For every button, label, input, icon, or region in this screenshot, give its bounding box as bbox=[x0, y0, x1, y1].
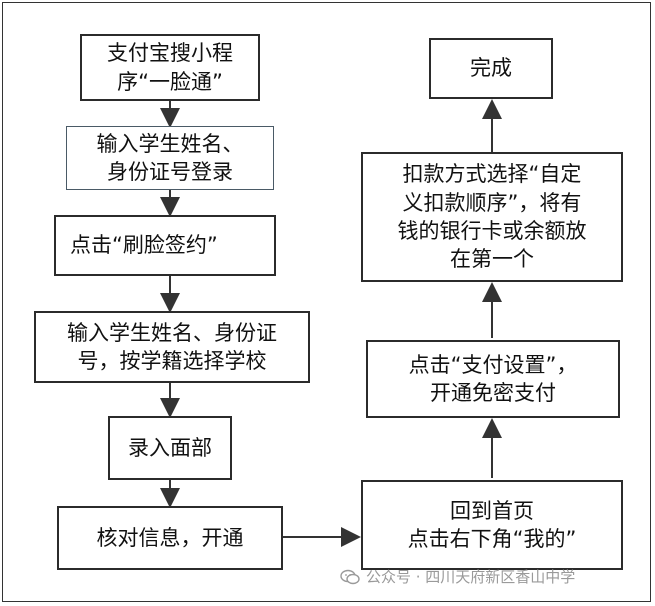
step-text: 支付宝搜小程 序“一脸通” bbox=[107, 41, 233, 94]
watermark: 公众号 · 四川天府新区香山中学 bbox=[340, 566, 575, 587]
step-text: 完成 bbox=[470, 56, 512, 81]
step-text: 点击“刷脸签约” bbox=[70, 233, 218, 258]
step-home-mine: 回到首页 点击右下角“我的” bbox=[361, 480, 623, 570]
step-text: 点击“支付设置”， 开通免密支付 bbox=[408, 352, 578, 405]
wechat-icon bbox=[340, 569, 360, 584]
step-text: 核对信息，开通 bbox=[96, 525, 244, 550]
step-search-miniprogram: 支付宝搜小程 序“一脸通” bbox=[80, 34, 260, 101]
step-face-sign: 点击“刷脸签约” bbox=[54, 215, 276, 276]
step-text: 输入学生姓名、 身份证号登录 bbox=[96, 131, 244, 184]
step-text: 回到首页 点击右下角“我的” bbox=[407, 498, 577, 551]
step-text: 扣款方式选择“自定 义扣款顺序”，将有 钱的银行卡或余额放 在第一个 bbox=[397, 162, 587, 272]
step-payment-settings: 点击“支付设置”， 开通免密支付 bbox=[366, 340, 620, 418]
step-face-record: 录入面部 bbox=[108, 416, 232, 480]
watermark-text: 公众号 · 四川天府新区香山中学 bbox=[366, 568, 576, 586]
step-deduction-order: 扣款方式选择“自定 义扣款顺序”，将有 钱的银行卡或余额放 在第一个 bbox=[361, 152, 623, 282]
step-verify-open: 核对信息，开通 bbox=[57, 506, 283, 570]
step-text: 输入学生姓名、身份证 号，按学籍选择学校 bbox=[67, 320, 277, 373]
step-text: 录入面部 bbox=[128, 435, 212, 460]
step-login: 输入学生姓名、 身份证号登录 bbox=[66, 126, 274, 190]
step-enter-info: 输入学生姓名、身份证 号，按学籍选择学校 bbox=[34, 311, 310, 383]
step-done: 完成 bbox=[429, 38, 553, 99]
